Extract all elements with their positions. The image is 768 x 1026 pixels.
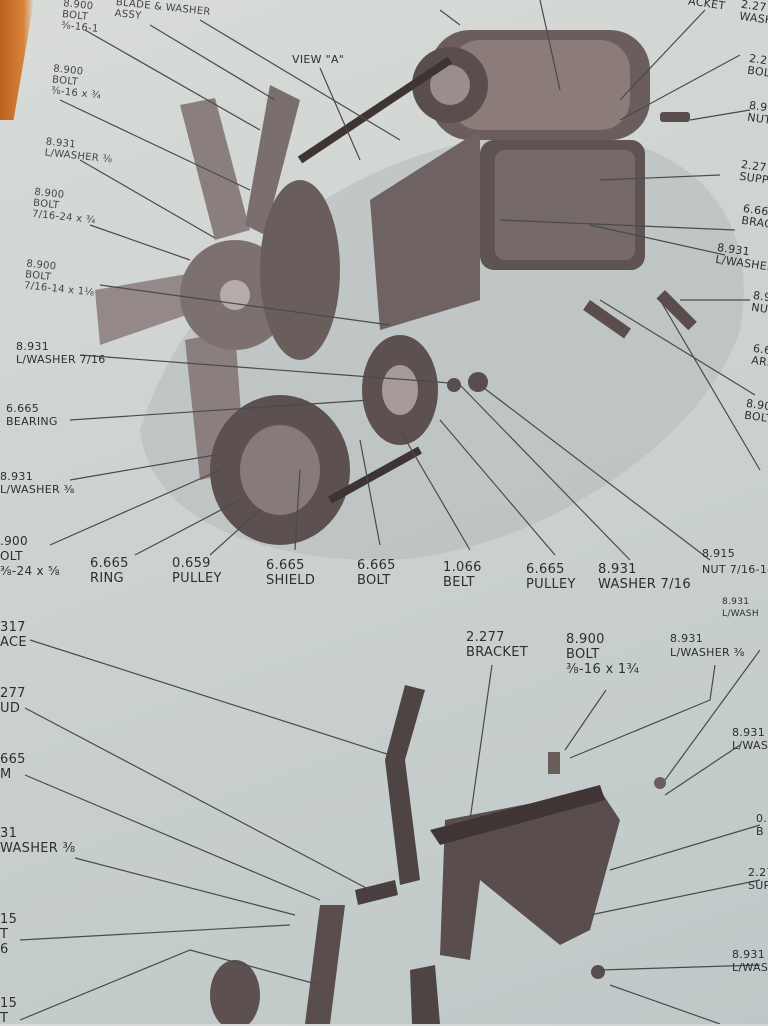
part-number: 15 bbox=[0, 996, 18, 1011]
part-number: .900 bbox=[0, 534, 28, 548]
part-number: 8.915 bbox=[702, 547, 735, 560]
view-a-label: VIEW "A" bbox=[292, 53, 345, 66]
part-name: L/WASHE bbox=[732, 739, 768, 752]
part-name: L/WASH bbox=[722, 609, 759, 619]
part-name: RING bbox=[90, 571, 124, 586]
part-name: OLT bbox=[0, 549, 23, 563]
part-number: 8.900 bbox=[566, 632, 605, 647]
part-size: ⅜-16 x 1¾ bbox=[566, 662, 640, 677]
part-name: T bbox=[0, 1011, 9, 1026]
part-number: 2.27 bbox=[748, 866, 768, 879]
part-number: 8.931 bbox=[732, 726, 765, 739]
part-name: UD bbox=[0, 701, 21, 716]
label-support-lower-right: 2.27SUPP bbox=[748, 866, 768, 892]
generator-drawing bbox=[370, 30, 650, 330]
part-number: 8.931 bbox=[16, 340, 49, 353]
part-number: 8.931 bbox=[670, 632, 703, 645]
part-name: BOLT bbox=[357, 573, 391, 588]
part-number: 31 bbox=[0, 826, 18, 841]
part-number: 8.931 bbox=[598, 562, 637, 577]
part-number: 0. bbox=[756, 812, 768, 825]
part-name: PULLEY bbox=[172, 571, 222, 586]
part-name: BELT bbox=[443, 575, 475, 590]
bracket-drawing bbox=[210, 685, 666, 1024]
part-number: 6.665 bbox=[526, 562, 565, 577]
part-number: 6.665 bbox=[266, 558, 305, 573]
part-size: ⅜-24 x ⅝ bbox=[0, 564, 60, 578]
part-name: L/WASHER 7/16 bbox=[16, 353, 106, 366]
part-number: 6.665 bbox=[6, 402, 39, 415]
part-number: 6.665 bbox=[357, 558, 396, 573]
part-name: WASHER 7/16 bbox=[598, 577, 691, 592]
part-number: 15 bbox=[0, 912, 18, 927]
bolt-parts bbox=[447, 112, 697, 392]
part-number: 6.665 bbox=[90, 556, 129, 571]
part-number: 8.931 bbox=[722, 597, 750, 607]
part-name: L/WASHE bbox=[732, 961, 768, 974]
part-number: 317 bbox=[0, 620, 26, 635]
part-name: SUPP bbox=[748, 879, 768, 892]
part-number: 8.931 bbox=[732, 948, 765, 961]
part-name: L/WASHER ⅜ bbox=[0, 483, 75, 496]
part-name: BRACKET bbox=[466, 645, 528, 660]
part-number: 277 bbox=[0, 686, 26, 701]
part-name: L/WASHER ⅜ bbox=[670, 646, 745, 659]
part-name: WASHER ⅜ bbox=[0, 841, 76, 856]
part-name: BEARING bbox=[6, 415, 58, 428]
part-name: M bbox=[0, 767, 12, 782]
leader-lines bbox=[49, 0, 761, 561]
part-number: 0.659 bbox=[172, 556, 211, 571]
label-b-lower-right: 0.B bbox=[756, 812, 767, 838]
part-name: NUT 7/16-14 bbox=[702, 563, 768, 576]
part-number: 665 bbox=[0, 752, 26, 767]
part-number: 1.066 bbox=[443, 560, 482, 575]
part-name: T bbox=[0, 927, 9, 942]
leader-lines-lower bbox=[19, 639, 761, 1024]
part-number: 8.931 bbox=[0, 470, 33, 483]
part-name: PULLEY bbox=[526, 577, 576, 592]
part-size: 6 bbox=[0, 942, 9, 957]
part-name: B bbox=[756, 825, 764, 838]
part-name: BOLT bbox=[566, 647, 600, 662]
part-number: 2.277 bbox=[466, 630, 505, 645]
part-name: ACE bbox=[0, 635, 27, 650]
part-name: SHIELD bbox=[266, 573, 316, 588]
